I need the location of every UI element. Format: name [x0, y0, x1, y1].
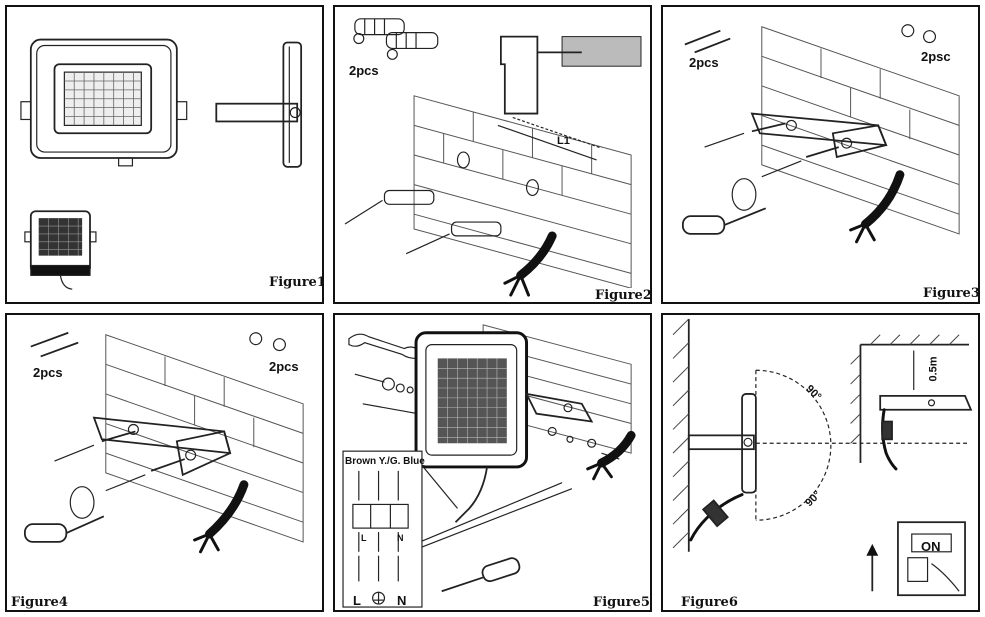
figure-2-drawing	[344, 18, 642, 297]
figure-4-panel: 2pcs 2pcs Figure4	[5, 313, 324, 612]
figure-5-panel: Brown Y./G. Blue L N L N Figure5	[333, 313, 652, 612]
figure-3-drawing	[681, 24, 960, 244]
figure-3-panel: 2pcs 2psc Figure3	[661, 5, 980, 304]
figure-4-screws-qty: 2pcs	[33, 365, 63, 380]
figure-5-bottom-n: N	[397, 593, 407, 608]
figure-2-dimension-label: L1	[557, 135, 570, 147]
figure-5-drawing	[342, 324, 636, 608]
figure-4-washers-qty: 2pcs	[269, 359, 299, 374]
figure-6-switch-label: ON	[921, 539, 941, 554]
figure-1-drawing	[20, 38, 303, 290]
figure-1-panel: Figure1	[5, 5, 324, 304]
wall-anchor-icon	[353, 18, 439, 60]
figure-6-clearance: 0.5m	[927, 356, 940, 382]
figure-6-drawing	[672, 318, 973, 597]
figure-6-caption: Figure6	[679, 595, 740, 610]
figure-5-terminal-n: N	[397, 533, 404, 543]
figure-5-wire-colors: Brown Y./G. Blue	[345, 456, 425, 467]
figure-4-drawing	[24, 331, 304, 554]
figure-2-caption: Figure2	[593, 288, 652, 303]
figure-5-caption: Figure5	[591, 595, 650, 610]
screw-icon	[684, 29, 731, 54]
figure-5-bottom-l: L	[353, 593, 361, 608]
figure-3-washers-qty: 2psc	[921, 49, 951, 64]
wrench-icon	[348, 333, 421, 360]
figure-3-caption: Figure3	[921, 286, 980, 301]
screw-icon	[30, 331, 79, 358]
figure-1-caption: Figure1	[267, 275, 322, 290]
figure-2-qty-label: 2pcs	[349, 63, 379, 78]
figure-3-screws-qty: 2pcs	[689, 55, 719, 70]
figure-4-caption: Figure4	[9, 595, 70, 610]
figure-6-panel: 90° 90° 0.5m ON Figure6	[661, 313, 980, 612]
figure-5-terminal-l: L	[361, 533, 367, 543]
figure-2-panel: 2pcs L1 Figure2	[333, 5, 652, 304]
